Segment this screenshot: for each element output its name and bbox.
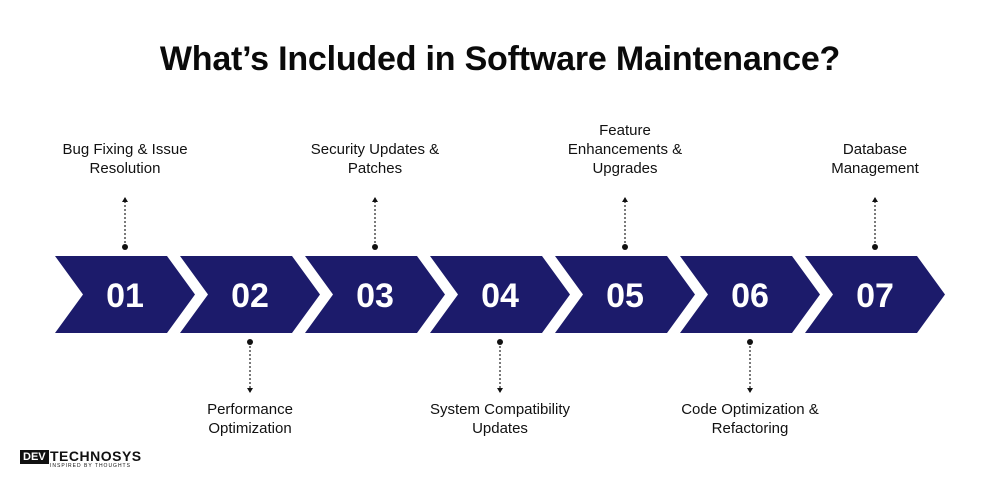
step-label-line: Security Updates & xyxy=(310,141,440,158)
step-number-05: 05 xyxy=(606,277,644,315)
connector-dot-02 xyxy=(247,339,253,345)
step-label-line: System Compatibility xyxy=(429,401,571,418)
arrow-head-icon xyxy=(622,197,628,202)
step-number-06: 06 xyxy=(731,277,769,315)
chevron-step-05 xyxy=(555,256,695,333)
chevron-step-06 xyxy=(680,256,820,333)
step-number-04: 04 xyxy=(481,277,519,315)
connector-dot-05 xyxy=(622,244,628,250)
chevron-step-02 xyxy=(180,256,320,333)
step-label-line: Upgrades xyxy=(592,160,658,177)
page-title: What’s Included in Software Maintenance? xyxy=(159,40,841,78)
step-number-01: 01 xyxy=(106,277,144,315)
step-number-07: 07 xyxy=(856,277,894,315)
connector-dot-01 xyxy=(122,244,128,250)
connector-dot-03 xyxy=(372,244,378,250)
step-number-02: 02 xyxy=(231,277,269,315)
step-label-line: Optimization xyxy=(208,420,292,437)
arrow-head-icon xyxy=(872,197,878,202)
step-label-line: Updates xyxy=(472,420,528,437)
connector-dot-07 xyxy=(872,244,878,250)
step-number-03: 03 xyxy=(356,277,394,315)
step-label-line: Database xyxy=(842,141,908,158)
step-label-line: Management xyxy=(831,160,919,177)
logo-dev-mark: DEV xyxy=(20,450,49,464)
step-label-line: Resolution xyxy=(89,160,161,177)
chevron-step-07 xyxy=(805,256,945,333)
step-label-line: Enhancements & xyxy=(567,141,683,158)
arrow-head-icon xyxy=(247,388,253,393)
connector-dot-06 xyxy=(747,339,753,345)
logo-tagline: INSPIRED BY THOUGHTS xyxy=(50,463,131,469)
step-label-line: Bug Fixing & Issue xyxy=(62,141,188,158)
logo-name: TECHNOSYS xyxy=(50,448,142,464)
arrow-head-icon xyxy=(747,388,753,393)
arrow-head-icon xyxy=(122,197,128,202)
chevron-step-03 xyxy=(305,256,445,333)
step-label-03: Security Updates & Patches xyxy=(275,140,475,178)
step-label-line: Refactoring xyxy=(711,420,789,437)
chevron-step-04 xyxy=(430,256,570,333)
connector-dot-04 xyxy=(497,339,503,345)
step-label-line: Code Optimization & xyxy=(681,401,819,418)
step-label-06: Code Optimization & Refactoring xyxy=(650,400,850,438)
step-label-line: Patches xyxy=(347,160,403,177)
step-label-line: Performance xyxy=(207,401,293,418)
step-label-line: Feature xyxy=(599,122,651,139)
arrow-head-icon xyxy=(372,197,378,202)
chevron-step-01 xyxy=(55,256,195,333)
arrow-head-icon xyxy=(497,388,503,393)
